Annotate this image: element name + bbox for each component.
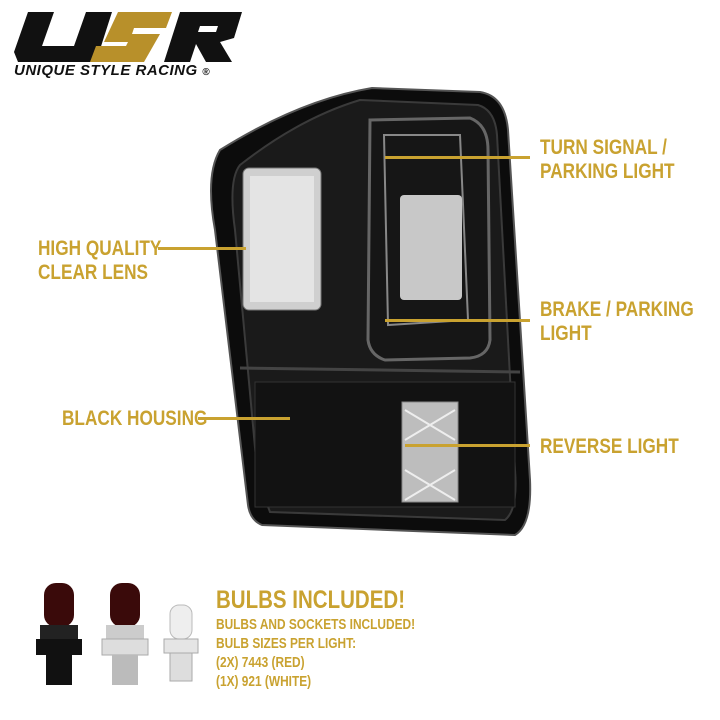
bulbs-image (36, 583, 199, 685)
callout-line-clear-lens (158, 247, 246, 250)
bulbs-title: BULBS INCLUDED! (216, 586, 406, 614)
bulbs-line: (1X) 921 (WHITE) (216, 674, 312, 690)
bulbs-line: (2X) 7443 (RED) (216, 655, 305, 671)
callout-housing: BLACK HOUSING (62, 407, 208, 430)
red-bulb-1 (36, 583, 82, 685)
reverse-lens (401, 401, 459, 503)
callout-reverse: REVERSE LIGHT (540, 435, 679, 458)
callout-turn-signal: TURN SIGNAL /PARKING LIGHT (540, 136, 675, 183)
clear-lens-right (400, 195, 462, 300)
callout-line-brake (385, 319, 530, 322)
red-bulb-2 (101, 583, 149, 685)
usr-logo (14, 12, 242, 62)
brand-tagline: UNIQUE STYLE RACING ® (14, 62, 211, 79)
callout-line-turn-signal (385, 156, 530, 159)
bulbs-line: BULBS AND SOCKETS INCLUDED! (216, 617, 416, 633)
callout-line-reverse (405, 444, 530, 447)
callout-line-housing (198, 417, 290, 420)
white-bulb (163, 604, 199, 682)
bulbs-line: BULB SIZES PER LIGHT: (216, 636, 357, 652)
